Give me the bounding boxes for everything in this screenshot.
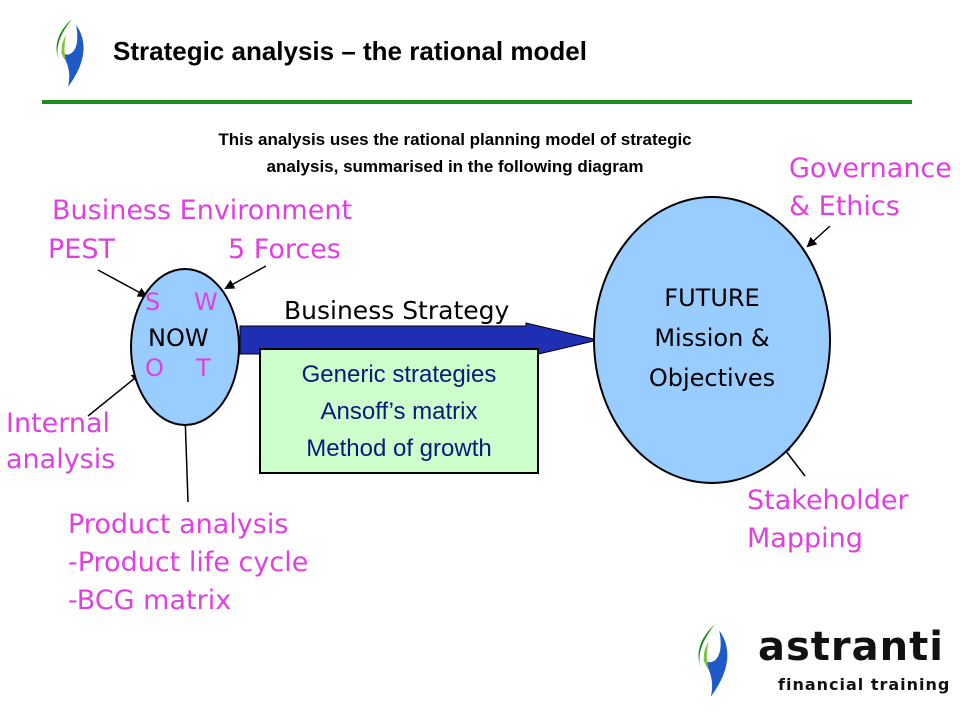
brand-tagline: financial training xyxy=(778,675,951,694)
stakeholder-line-1: Stakeholder xyxy=(747,485,909,516)
intro-line-2: analysis, summarised in the following di… xyxy=(266,157,644,176)
future-ellipse xyxy=(593,196,831,484)
product-analysis-arrow xyxy=(180,412,191,503)
strategies-line-1: Generic strategies xyxy=(301,361,497,388)
product-analysis-label: Product analysis -Product life cycle -BC… xyxy=(68,506,308,620)
stakeholder-line-2: Mapping xyxy=(747,523,863,554)
product-analysis-line-1: Product analysis xyxy=(68,509,289,540)
strategies-line-2: Ansoff’s matrix xyxy=(320,398,478,425)
swot-s: S xyxy=(145,288,161,316)
brand-name: astranti xyxy=(758,624,944,670)
swot-t: T xyxy=(196,354,211,382)
title-divider xyxy=(42,100,912,104)
product-analysis-line-3: -BCG matrix xyxy=(68,585,232,616)
strategies-line-3: Method of growth xyxy=(306,435,492,462)
intro-text: This analysis uses the rational planning… xyxy=(100,126,810,180)
future-text: FUTURE Mission & Objectives xyxy=(593,278,831,398)
future-line-3: Objectives xyxy=(648,364,776,392)
business-strategy-label: Business Strategy xyxy=(284,296,510,325)
astranti-brand-icon xyxy=(698,624,728,697)
business-environment-label: Business Environment xyxy=(52,195,353,226)
stakeholder-label: Stakeholder Mapping xyxy=(747,482,909,558)
future-line-1: FUTURE xyxy=(664,284,760,312)
page-title: Strategic analysis – the rational model xyxy=(113,36,587,66)
five-forces-arrow xyxy=(224,265,267,289)
internal-analysis-label: Internal analysis xyxy=(6,406,115,478)
five-forces-label: 5 Forces xyxy=(228,234,341,265)
swot-w: W xyxy=(194,288,218,316)
pest-arrow xyxy=(97,269,148,297)
internal-analysis-line-2: analysis xyxy=(6,444,116,475)
future-line-2: Mission & xyxy=(654,324,770,352)
swot-o: O xyxy=(145,354,164,382)
internal-analysis-arrow xyxy=(87,372,142,417)
intro-line-1: This analysis uses the rational planning… xyxy=(218,130,692,149)
governance-line-1: Governance xyxy=(789,153,952,184)
governance-line-2: & Ethics xyxy=(789,191,900,222)
product-analysis-line-2: -Product life cycle xyxy=(68,547,309,578)
now-label: NOW xyxy=(148,324,209,352)
astranti-logo-icon xyxy=(56,19,84,87)
pest-label: PEST xyxy=(48,234,115,265)
now-ellipse xyxy=(130,268,240,426)
internal-analysis-line-1: Internal xyxy=(6,408,111,439)
governance-label: Governance & Ethics xyxy=(789,150,952,226)
governance-arrow xyxy=(806,225,831,248)
strategies-box: Generic strategies Ansoff’s matrix Metho… xyxy=(259,348,539,474)
